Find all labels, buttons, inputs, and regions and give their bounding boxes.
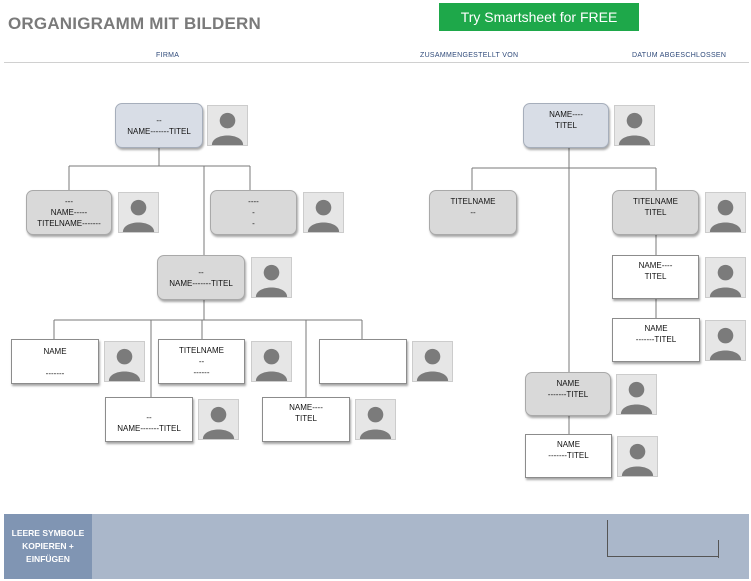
footer-label: LEERE SYMBOLE KOPIEREN + EINFÜGEN bbox=[4, 514, 92, 579]
node-line: -- bbox=[198, 357, 205, 366]
person-placeholder-icon bbox=[118, 192, 159, 233]
person-placeholder-icon bbox=[207, 105, 248, 146]
node-line: -------TITEL bbox=[548, 451, 589, 460]
paste-area-edge bbox=[718, 540, 719, 558]
org-node[interactable]: NAME---- TITEL bbox=[523, 103, 609, 148]
person-placeholder-icon bbox=[705, 192, 746, 233]
node-line: NAME bbox=[644, 324, 668, 333]
person-placeholder-icon bbox=[705, 257, 746, 298]
org-node[interactable]: TITELNAME -- bbox=[429, 190, 517, 235]
node-line: TITEL bbox=[555, 121, 577, 130]
org-node[interactable]: NAME---- TITEL bbox=[262, 397, 350, 442]
node-line: -- bbox=[156, 115, 162, 125]
person-placeholder-icon bbox=[104, 341, 145, 382]
person-placeholder-icon bbox=[303, 192, 344, 233]
node-line: -- bbox=[198, 267, 204, 277]
node-line: TITELNAME bbox=[179, 346, 224, 355]
node-line: ------- bbox=[45, 369, 65, 378]
node-line: TITEL bbox=[644, 272, 667, 281]
org-node[interactable]: NAME ------- bbox=[11, 339, 99, 384]
org-node[interactable]: NAME---- TITEL bbox=[612, 255, 699, 299]
org-node[interactable]: -- NAME-------TITEL bbox=[157, 255, 245, 300]
node-line: TITELNAME bbox=[450, 197, 496, 206]
node-line: -- bbox=[470, 208, 476, 217]
node-line: NAME---- bbox=[549, 110, 583, 119]
person-placeholder-icon bbox=[251, 257, 292, 298]
node-line: ---- bbox=[248, 197, 259, 206]
person-placeholder-icon bbox=[412, 341, 453, 382]
person-placeholder-icon bbox=[355, 399, 396, 440]
node-line: NAME bbox=[556, 440, 581, 449]
node-line: NAME---- bbox=[289, 403, 323, 412]
node-line: ------ bbox=[193, 368, 210, 377]
node-line: TITELNAME------- bbox=[37, 219, 101, 228]
person-placeholder-icon bbox=[251, 341, 292, 382]
page-title: ORGANIGRAMM MIT BILDERN bbox=[8, 14, 261, 33]
org-node[interactable]: TITELNAME TITEL bbox=[612, 190, 699, 235]
org-node[interactable]: NAME -------TITEL bbox=[525, 434, 612, 478]
node-line: TITEL bbox=[295, 414, 317, 423]
node-line: -------TITEL bbox=[547, 390, 589, 399]
node-line: NAME----- bbox=[50, 208, 88, 217]
node-line: NAME---- bbox=[638, 261, 673, 270]
node-line: --- bbox=[65, 197, 73, 206]
person-placeholder-icon bbox=[617, 436, 658, 477]
node-line: NAME-------TITEL bbox=[117, 423, 181, 433]
person-placeholder-icon bbox=[198, 399, 239, 440]
org-node[interactable]: TITELNAME -- ------ bbox=[158, 339, 245, 384]
org-node[interactable]: ---- - - bbox=[210, 190, 297, 235]
header-zusammengestellt-von: ZUSAMMENGESTELLT VON bbox=[420, 52, 519, 59]
node-line: TITEL bbox=[644, 208, 667, 217]
node-line: TITELNAME bbox=[633, 197, 678, 206]
header-datum-abgeschlossen: DATUM ABGESCHLOSSEN bbox=[632, 52, 727, 59]
paste-area[interactable] bbox=[607, 520, 719, 557]
header-divider bbox=[4, 62, 749, 63]
try-smartsheet-button[interactable]: Try Smartsheet for FREE bbox=[439, 3, 639, 31]
org-node[interactable]: -- NAME-------TITEL bbox=[115, 103, 203, 148]
person-placeholder-icon bbox=[614, 105, 655, 146]
org-node-empty[interactable] bbox=[319, 339, 407, 384]
node-line: - bbox=[252, 208, 255, 217]
node-line: NAME bbox=[556, 379, 580, 388]
node-line: NAME-------TITEL bbox=[169, 278, 233, 288]
node-line: NAME bbox=[43, 347, 67, 356]
header-firma: FIRMA bbox=[156, 52, 180, 59]
footer-panel: LEERE SYMBOLE KOPIEREN + EINFÜGEN bbox=[4, 514, 749, 579]
org-node[interactable]: NAME -------TITEL bbox=[525, 372, 611, 416]
org-node[interactable]: --- NAME----- TITELNAME------- bbox=[26, 190, 112, 235]
org-node[interactable]: NAME -------TITEL bbox=[612, 318, 700, 362]
node-line: - bbox=[252, 219, 255, 228]
person-placeholder-icon bbox=[705, 320, 746, 361]
node-line: NAME-------TITEL bbox=[127, 126, 191, 136]
node-line: -- bbox=[146, 412, 152, 422]
node-line: -------TITEL bbox=[635, 335, 677, 344]
person-placeholder-icon bbox=[616, 374, 657, 415]
org-node[interactable]: -- NAME-------TITEL bbox=[105, 397, 193, 442]
